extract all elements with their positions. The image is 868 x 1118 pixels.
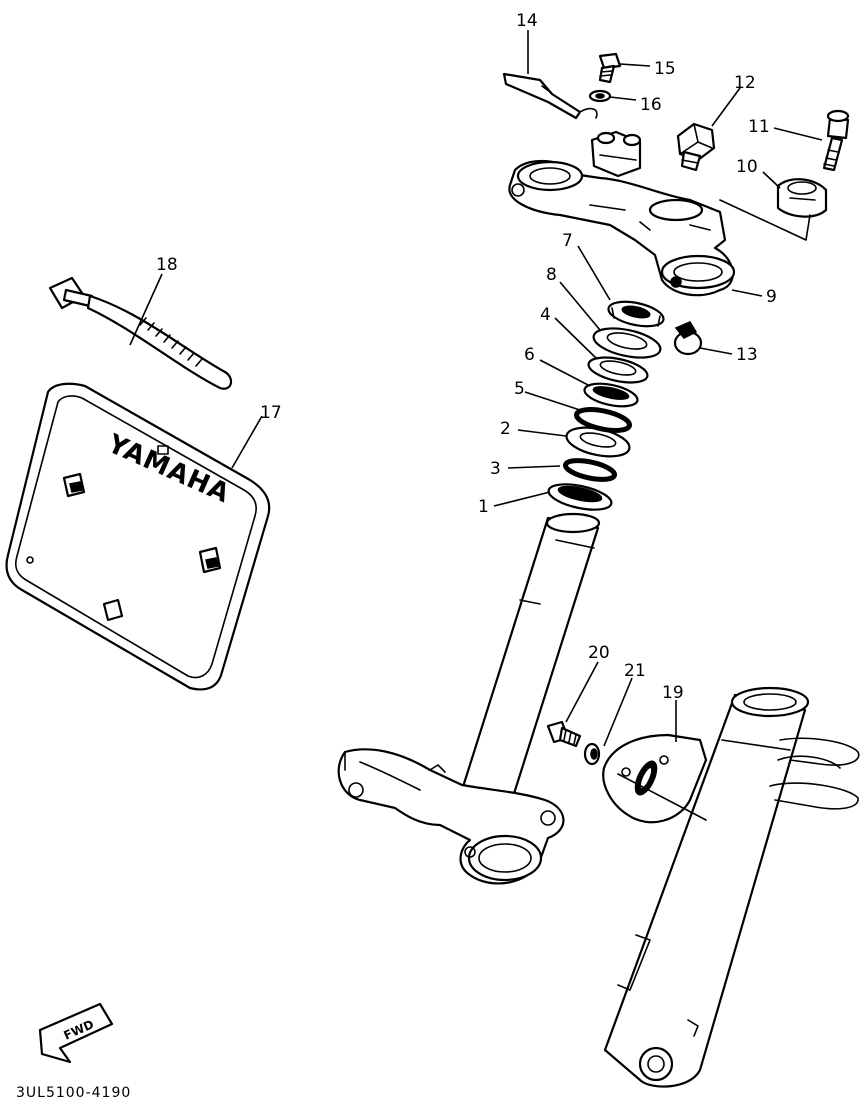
callout-12: 12	[734, 73, 756, 93]
bolt-12	[676, 122, 716, 172]
callout-15: 15	[654, 59, 676, 79]
callout-17: 17	[260, 403, 282, 423]
cap-13	[673, 321, 703, 356]
callout-21: 21	[624, 661, 646, 681]
washer-21	[583, 742, 601, 766]
washer-8	[592, 327, 662, 359]
under-bracket	[337, 748, 565, 885]
callout-11: 11	[748, 117, 770, 137]
callout-10: 10	[736, 157, 758, 177]
washer-16	[588, 89, 612, 103]
front-fork	[603, 686, 860, 1088]
bolt-20	[546, 720, 582, 748]
callout-18: 18	[156, 255, 178, 275]
bolt-11	[822, 109, 850, 172]
callout-5: 5	[514, 379, 525, 399]
callout-20: 20	[588, 643, 610, 663]
upper-bracket-9	[508, 130, 736, 297]
callout-9: 9	[766, 287, 777, 307]
fwd-arrow-icon: FWD	[38, 1002, 114, 1064]
steering-stem	[460, 512, 601, 802]
callout-7: 7	[562, 231, 573, 251]
callout-6: 6	[524, 345, 535, 365]
callout-8: 8	[546, 265, 557, 285]
callout-3: 3	[490, 459, 501, 479]
bearing-race-6	[583, 382, 639, 408]
callout-19: 19	[662, 683, 684, 703]
callout-1: 1	[478, 497, 489, 517]
callout-2: 2	[500, 419, 511, 439]
ball-bearing-5	[574, 407, 632, 433]
callout-4: 4	[540, 305, 551, 325]
callout-16: 16	[640, 95, 662, 115]
callout-labels: 1 2 3 4 5 6 7 8 9 10 11 12 13 14 15 16 1…	[156, 11, 777, 703]
bolt-15	[598, 52, 622, 84]
callout-14: 14	[516, 11, 538, 31]
cable-tie-18	[48, 276, 233, 390]
leader-lines	[129, 30, 823, 747]
number-plate-17: YAMAHA	[5, 382, 271, 691]
callout-13: 13	[736, 345, 758, 365]
part-code: 3UL5100-4190	[16, 1085, 131, 1101]
bracket-19	[602, 733, 708, 824]
ball-bearing-3	[562, 458, 618, 482]
ring-nut-7	[607, 300, 665, 328]
dust-seal-4	[587, 356, 649, 384]
cable-guide-14	[502, 72, 598, 120]
bearing-race-1	[547, 483, 613, 511]
handlebar-holder-10	[719, 178, 828, 241]
